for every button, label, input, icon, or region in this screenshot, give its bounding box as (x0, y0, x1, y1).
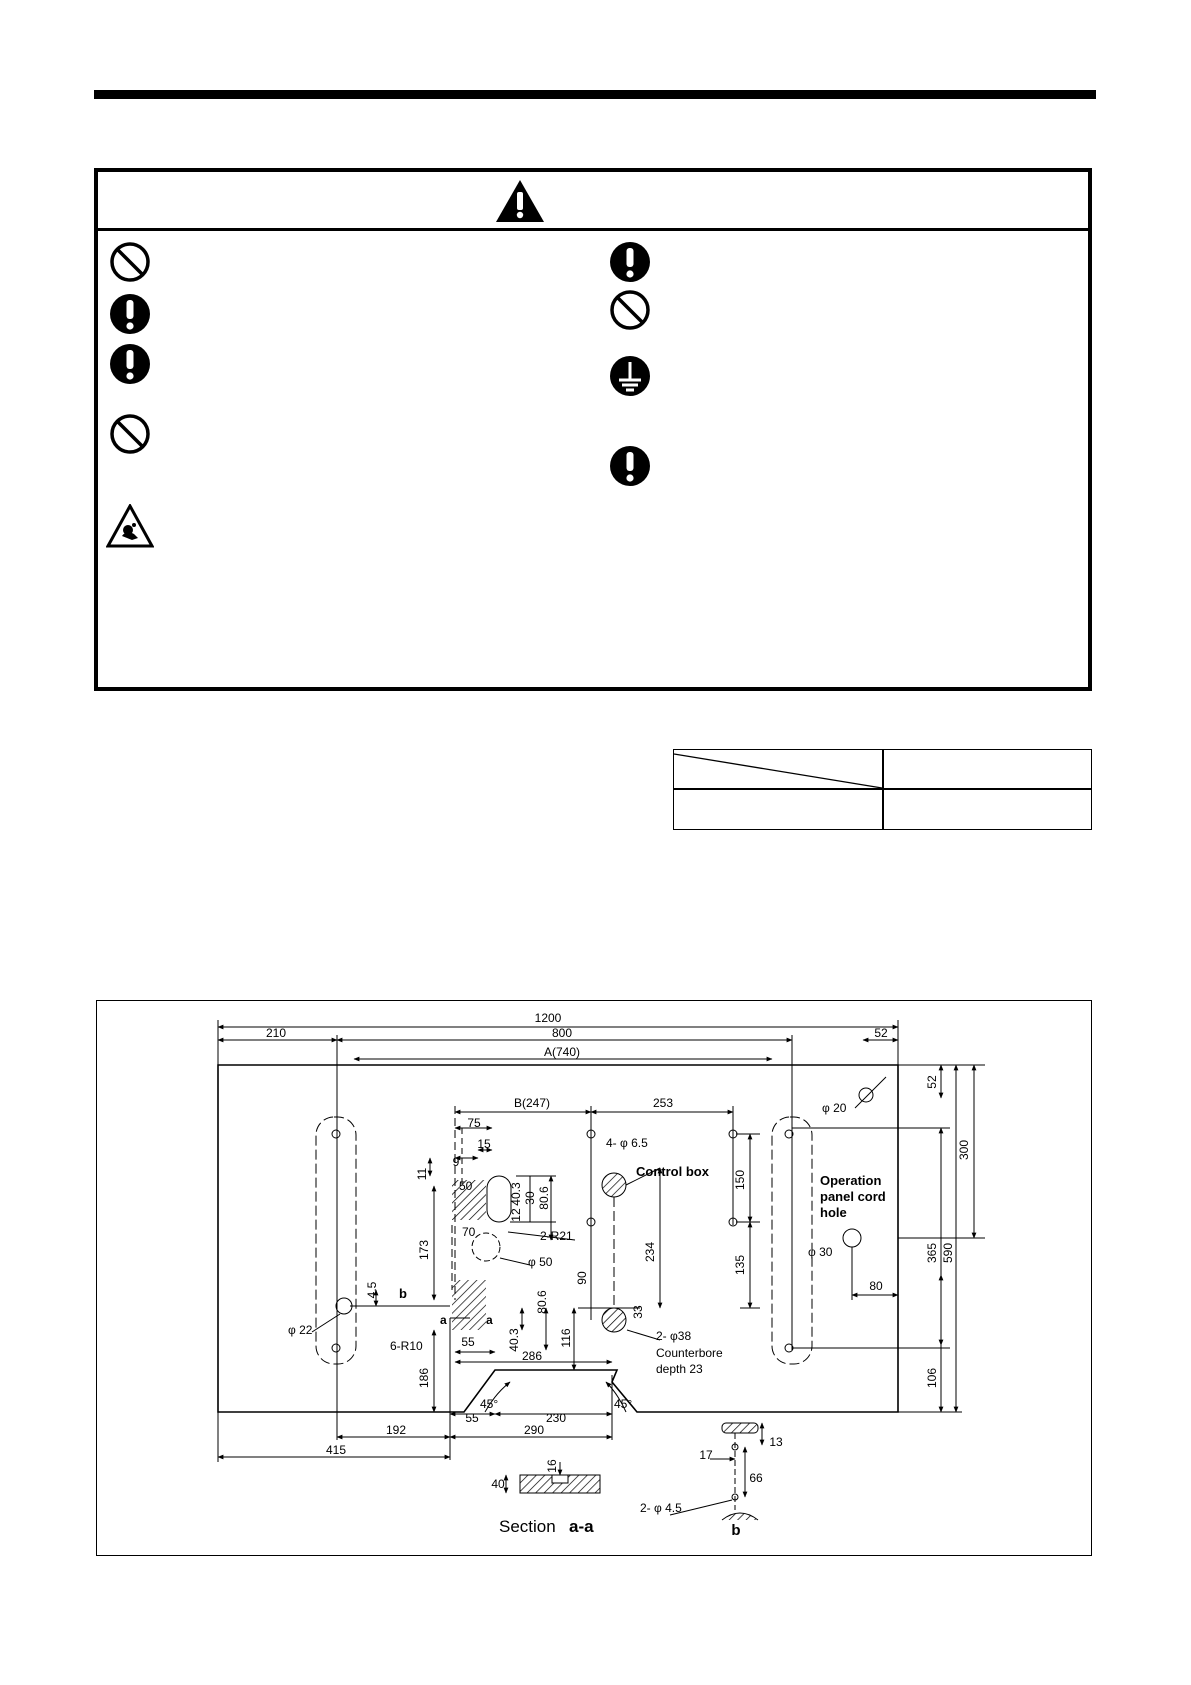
dim-40-3-bottom: 40.3 (507, 1328, 521, 1352)
dim-210: 210 (266, 1026, 286, 1040)
dim-30: 30 (523, 1191, 537, 1205)
dim-4-5: 4.5 (365, 1281, 379, 1298)
dim-11: 11 (415, 1167, 429, 1180)
warning-triangle-icon (496, 180, 544, 222)
dim-55-top: 55 (461, 1335, 475, 1349)
dim-186: 186 (417, 1368, 431, 1388)
dim-230: 230 (546, 1411, 566, 1425)
dim-590: 590 (941, 1243, 955, 1263)
label-mark-b: b (399, 1286, 407, 1301)
dim-phi4-5: 2- φ 4.5 (640, 1501, 682, 1515)
dim-phi6-5: 4- φ 6.5 (606, 1136, 648, 1150)
dim-90: 90 (575, 1271, 589, 1285)
dim-365: 365 (925, 1243, 939, 1263)
top-rule (94, 90, 1096, 99)
ground-icon (610, 356, 650, 396)
dim-135: 135 (733, 1255, 747, 1275)
dim-phi20: φ 20 (822, 1101, 847, 1115)
spec-table (673, 749, 1092, 830)
table-diagonal (674, 753, 883, 789)
dim-phi38: 2- φ38 (656, 1329, 691, 1343)
prohibited-icon (110, 242, 150, 282)
dim-a740: A(740) (544, 1045, 580, 1059)
dim-55-bottom: 55 (465, 1411, 479, 1425)
hand-caught-warning-icon (106, 504, 154, 548)
dim-b247: B(247) (514, 1096, 550, 1110)
dim-290: 290 (524, 1423, 544, 1437)
left-leg-slot (315, 1116, 357, 1365)
dim-116: 116 (559, 1328, 573, 1347)
dim-17: 17 (699, 1448, 713, 1462)
dim-1200: 1200 (535, 1011, 562, 1025)
dim-800: 800 (552, 1026, 572, 1040)
dim-phi50: φ 50 (528, 1255, 553, 1269)
dim-33: 33 (631, 1305, 645, 1319)
dim-234: 234 (643, 1242, 657, 1262)
label-depth-23: depth 23 (656, 1362, 703, 1376)
dim-9: 9 (453, 1155, 460, 1169)
dim-300: 300 (957, 1140, 971, 1160)
dim-75: 75 (467, 1116, 481, 1130)
label-detail-b: b (731, 1522, 740, 1539)
label-control-box: Control box (636, 1164, 710, 1179)
dim-286: 286 (522, 1349, 542, 1363)
dim-2-r21: 2-R21 (540, 1229, 573, 1243)
mandatory-icon (610, 242, 650, 282)
mandatory-icon (110, 294, 150, 334)
dim-40-3-top: 40.3 (509, 1182, 523, 1206)
dim-16: 16 (545, 1459, 559, 1473)
dim-150: 150 (733, 1170, 747, 1190)
dim-40: 40 (491, 1477, 505, 1491)
dim-106: 106 (925, 1368, 939, 1388)
label-mark-a-left: a (440, 1313, 447, 1327)
dim-50: 50 (459, 1179, 473, 1193)
dim-13: 13 (769, 1435, 783, 1449)
dim-173: 173 (417, 1240, 431, 1260)
table-drawing-frame (96, 1000, 1092, 1556)
mandatory-icon (610, 446, 650, 486)
caution-header (98, 172, 1088, 231)
prohibited-icon (110, 414, 150, 454)
mandatory-icon (110, 344, 150, 384)
angle-45-right: 45° (614, 1397, 632, 1411)
label-section-a-a: a-a (569, 1517, 594, 1536)
dim-phi30: φ 30 (808, 1245, 833, 1259)
dim-phi22: φ 22 (288, 1323, 313, 1337)
label-section: Section (499, 1517, 556, 1536)
label-counterbore: Counterbore (656, 1346, 723, 1360)
dim-52-right: 52 (925, 1075, 939, 1089)
dim-52-top: 52 (874, 1026, 888, 1040)
dim-192: 192 (386, 1423, 406, 1437)
dim-15: 15 (477, 1137, 491, 1151)
dim-66: 66 (749, 1471, 763, 1485)
dim-12: 12 (509, 1208, 523, 1222)
dim-70: 70 (462, 1225, 476, 1239)
angle-45-left: 45° (480, 1397, 498, 1411)
dim-80: 80 (869, 1279, 883, 1293)
dim-6-r10: 6-R10 (390, 1339, 423, 1353)
label-panel-cord: panel cord (820, 1189, 886, 1204)
dim-80-6-top: 80.6 (537, 1186, 551, 1210)
label-hole: hole (820, 1205, 847, 1220)
dim-253: 253 (653, 1096, 673, 1110)
label-operation: Operation (820, 1173, 881, 1188)
dim-80-6-bottom: 80.6 (535, 1290, 549, 1314)
prohibited-icon (610, 290, 650, 330)
dim-415: 415 (326, 1443, 346, 1457)
label-mark-a-right: a (486, 1313, 493, 1327)
caution-box (94, 168, 1092, 691)
